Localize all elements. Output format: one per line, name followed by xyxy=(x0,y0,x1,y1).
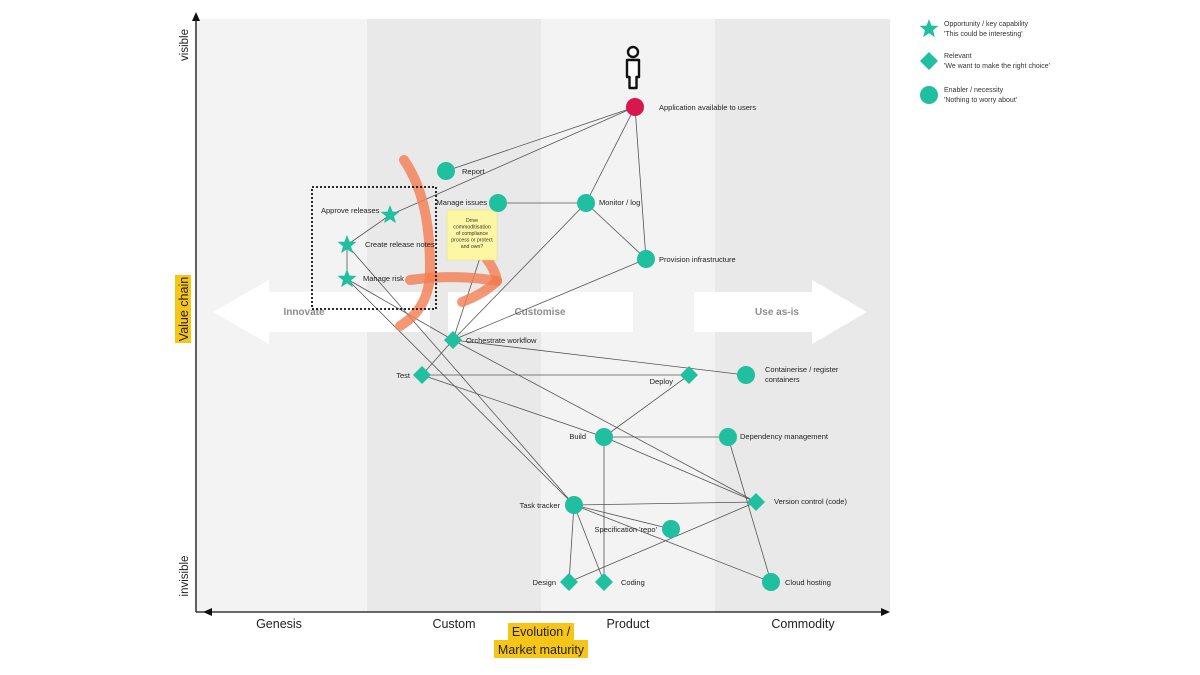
link-monitor-orchestrate xyxy=(452,202,587,341)
legend-star-icon[interactable] xyxy=(919,19,939,38)
node-containerise[interactable] xyxy=(737,366,755,384)
link-app-provision xyxy=(634,106,647,260)
node-orchestrate[interactable] xyxy=(444,331,462,349)
link-app-report xyxy=(445,106,636,172)
link-monitor-provision xyxy=(585,202,647,260)
node-design[interactable] xyxy=(560,573,578,591)
link-risk-task xyxy=(346,278,575,506)
label-task: Task tracker xyxy=(520,501,561,510)
link-build-vcs xyxy=(603,436,757,503)
stage-commodity: Commodity xyxy=(771,617,835,631)
legend-title-1: Relevant xyxy=(944,53,972,60)
evolution-title-line2: Market maturity xyxy=(498,643,585,657)
link-deploy-build xyxy=(603,374,690,438)
dependency-links xyxy=(346,106,772,583)
node-app[interactable] xyxy=(626,98,644,116)
label-monitor: Monitor / log xyxy=(599,198,640,207)
node-deploy[interactable] xyxy=(680,366,698,384)
stage-custom: Custom xyxy=(432,617,475,631)
evolution-highlight-1 xyxy=(508,623,574,640)
label-hosting: Cloud hosting xyxy=(785,578,831,587)
node-dependency[interactable] xyxy=(719,428,737,446)
link-task-spec xyxy=(573,504,672,530)
node-monitor[interactable] xyxy=(577,194,595,212)
label-coding: Coding xyxy=(621,578,645,587)
label-deploy: Deploy xyxy=(650,377,674,386)
link-orchestrate-vcs xyxy=(452,339,757,503)
label-release-notes: Create release notes xyxy=(365,240,435,249)
link-dependency-hosting xyxy=(727,436,772,583)
node-coding[interactable] xyxy=(595,573,613,591)
node-hosting[interactable] xyxy=(762,573,780,591)
link-provision-orchestrate xyxy=(452,258,647,341)
y-axis-invisible-label: invisible xyxy=(179,556,191,597)
link-test-build xyxy=(421,374,605,438)
legend: Opportunity / key capability 'This could … xyxy=(919,19,1050,104)
link-vcs-design xyxy=(568,501,757,583)
link-app-approve xyxy=(389,106,636,216)
label-report: Report xyxy=(462,167,485,176)
label-issues: Manage issues xyxy=(437,198,488,207)
label-build: Build xyxy=(569,432,586,441)
link-orchestrate-test xyxy=(421,339,454,376)
evolution-highlight-2 xyxy=(494,640,588,658)
node-report[interactable] xyxy=(437,162,455,180)
node-provision[interactable] xyxy=(637,250,655,268)
legend-subtitle-0: 'This could be interesting' xyxy=(944,31,1023,38)
node-task[interactable] xyxy=(565,496,583,514)
stage-product: Product xyxy=(606,617,650,631)
node-approve[interactable] xyxy=(380,205,400,224)
node-release-notes[interactable] xyxy=(337,235,357,254)
evolution-title-line1: Evolution / xyxy=(512,625,571,639)
label-design: Design xyxy=(533,578,556,587)
label-app: Application available to users xyxy=(659,103,756,112)
selection-box xyxy=(311,186,437,310)
label-spec: Specification 'repo' xyxy=(595,525,658,534)
legend-circle-icon[interactable] xyxy=(920,86,938,104)
label-test: Test xyxy=(396,371,411,380)
sticky-note xyxy=(446,209,498,261)
node-test[interactable] xyxy=(413,366,431,384)
link-orchestrate-containerise xyxy=(452,339,747,376)
innovate-band-label: Innovate xyxy=(283,307,325,318)
axes xyxy=(192,12,890,616)
legend-title-0: Opportunity / key capability xyxy=(944,21,1029,28)
label-provision: Provision infrastructure xyxy=(659,255,736,264)
node-build[interactable] xyxy=(595,428,613,446)
legend-subtitle-2: 'Nothing to worry about' xyxy=(944,97,1017,104)
use-as-is-band-arrow xyxy=(694,280,867,344)
annotation-arrows xyxy=(395,155,502,331)
node-spec[interactable] xyxy=(662,520,680,538)
label-risk: Manage risk xyxy=(363,274,404,283)
legend-title-2: Enabler / necessity xyxy=(944,87,1004,94)
value-chain-title: Value chain xyxy=(177,277,191,341)
label-dependency: Dependency management xyxy=(740,432,829,441)
link-task-hosting xyxy=(573,504,772,583)
y-axis-visible-label: visible xyxy=(179,29,191,61)
customise-band-label: Customise xyxy=(514,307,566,318)
use-as-is-band-label: Use as-is xyxy=(755,307,799,318)
stage-genesis: Genesis xyxy=(256,617,302,631)
node-vcs[interactable] xyxy=(747,493,765,511)
link-app-monitor xyxy=(585,106,636,204)
legend-subtitle-1: 'We want to make the right choice' xyxy=(944,63,1050,70)
node-risk[interactable] xyxy=(337,269,357,288)
label-vcs: Version control (code) xyxy=(774,497,847,506)
link-task-design xyxy=(568,504,575,583)
label-orchestrate: Orchestrate workflow xyxy=(466,336,537,345)
user-icon xyxy=(625,45,641,90)
link-task-vcs xyxy=(573,501,757,506)
components: Application available to usersReportAppr… xyxy=(321,98,847,591)
link-approve-release_notes xyxy=(346,214,391,246)
legend-diamond-icon[interactable] xyxy=(920,52,938,70)
node-issues[interactable] xyxy=(489,194,507,212)
label-approve: Approve releases xyxy=(321,206,380,215)
value-chain-highlight xyxy=(175,275,191,343)
